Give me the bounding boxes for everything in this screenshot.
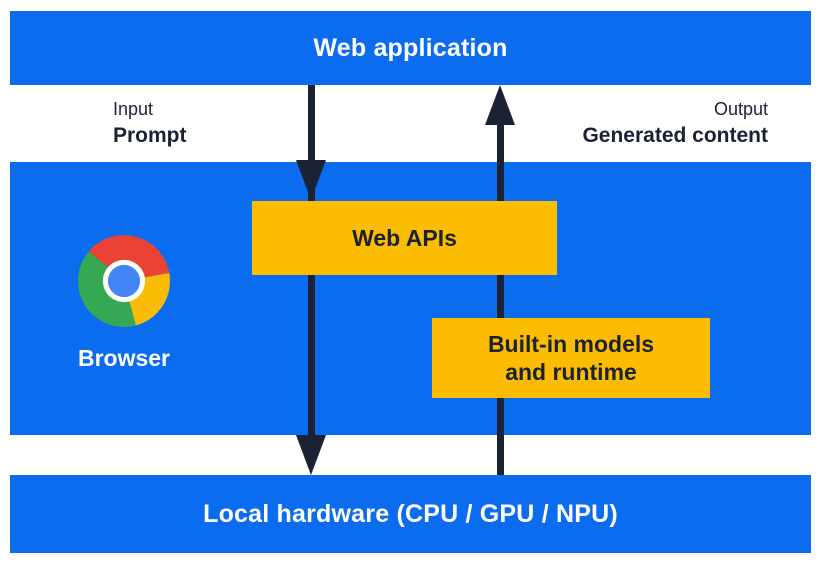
output-label-group: Output Generated content — [582, 99, 768, 148]
browser-label: Browser — [77, 345, 171, 371]
built-in-models-box: Built-in models and runtime — [432, 318, 710, 398]
input-label: Input — [113, 99, 154, 119]
output-label: Output — [713, 99, 768, 119]
prompt-label: Prompt — [113, 124, 187, 147]
web-apis-label: Web APIs — [352, 225, 457, 251]
browser-identity: Browser — [58, 235, 190, 372]
output-arrow-line — [497, 120, 504, 475]
web-apis-box: Web APIs — [252, 201, 557, 275]
chrome-logo-icon — [78, 235, 170, 327]
output-arrowhead-into-web-application — [485, 85, 515, 125]
built-in-models-label-line2: and runtime — [505, 359, 637, 385]
input-arrowhead-into-web-apis — [296, 160, 326, 200]
input-arrowhead-into-hardware — [296, 435, 326, 475]
web-application-bar: Web application — [10, 11, 811, 85]
input-label-group: Input Prompt — [113, 99, 187, 148]
web-application-label: Web application — [313, 33, 508, 62]
local-hardware-label: Local hardware (CPU / GPU / NPU) — [203, 499, 618, 528]
generated-content-label: Generated content — [582, 124, 768, 147]
built-in-models-label-line1: Built-in models — [487, 331, 655, 357]
local-hardware-bar: Local hardware (CPU / GPU / NPU) — [10, 475, 811, 553]
